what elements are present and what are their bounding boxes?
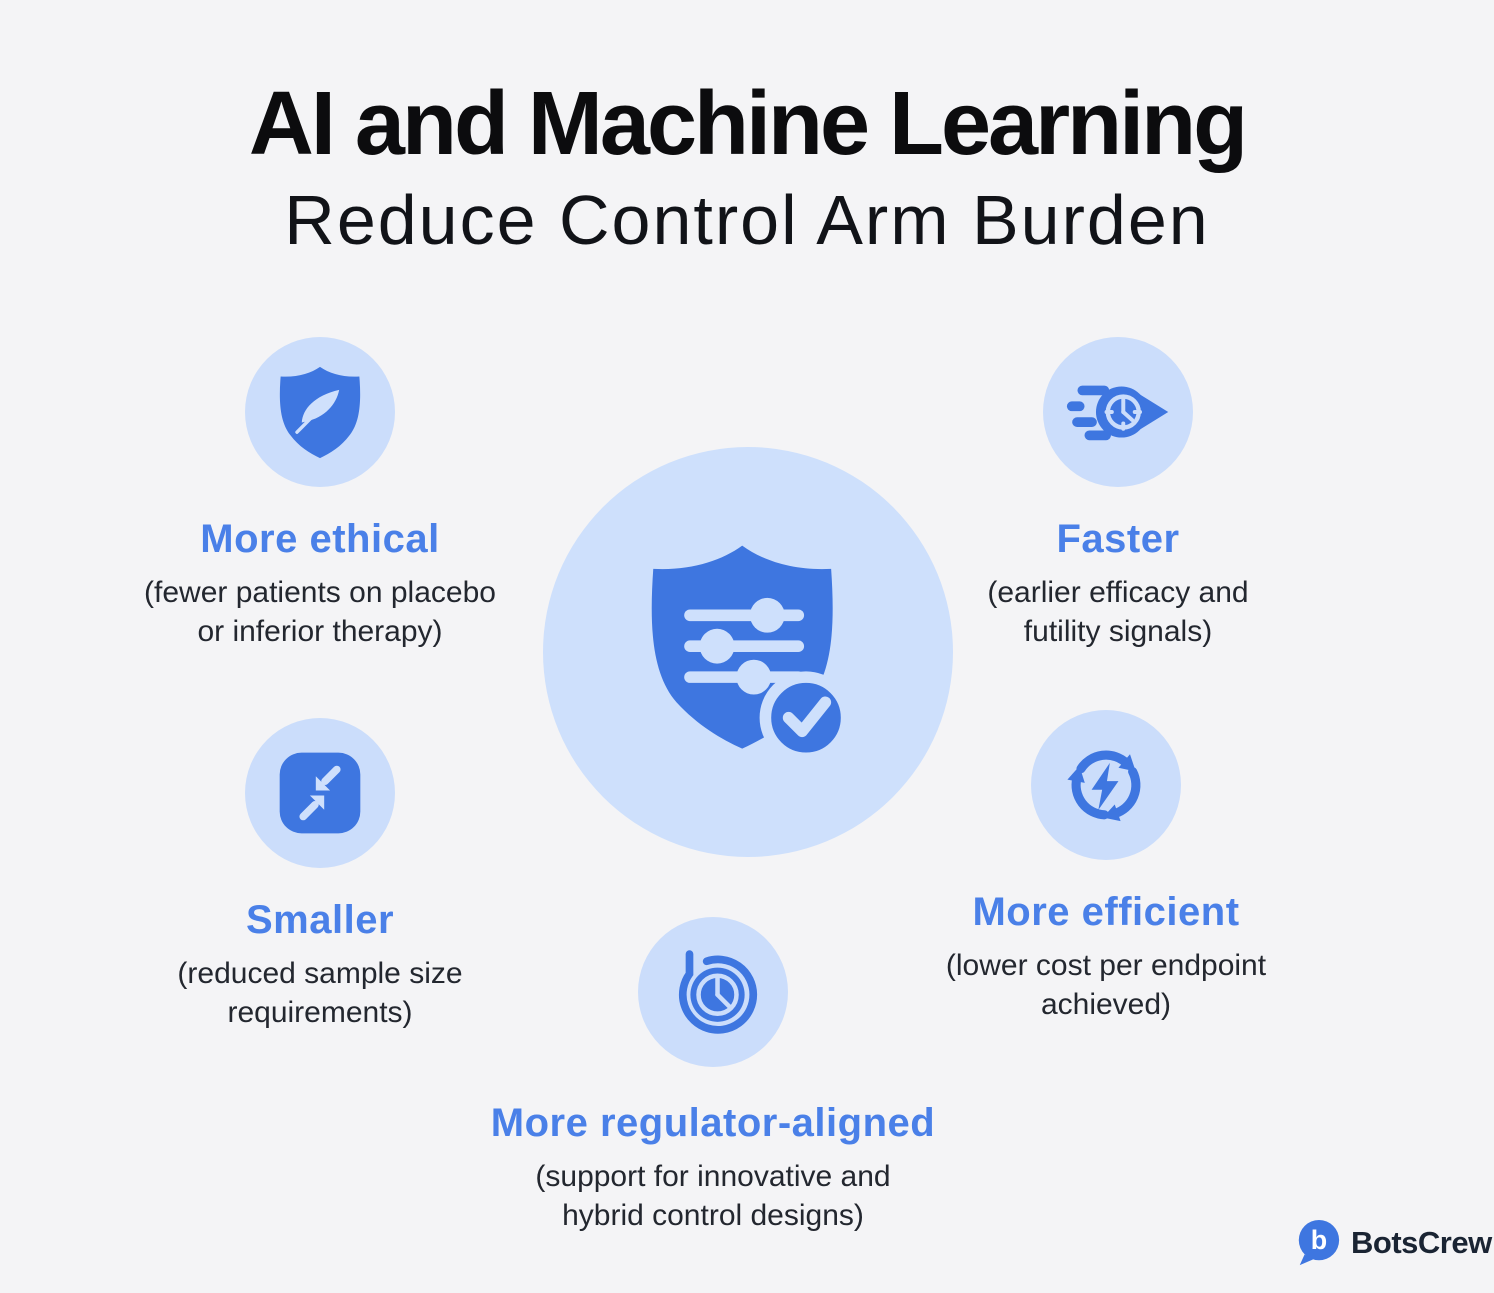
benefit-title-regulator: More regulator-aligned [490,1101,936,1145]
desc-line1: (lower cost per endpoint [945,949,1267,982]
smaller-icon-circle [245,718,395,868]
title-block: AI and Machine Learning Reduce Control A… [0,76,1494,258]
benefit-title-faster: Faster [1056,517,1180,561]
benefit-description-smaller: (reduced sample size requirements) [100,954,540,1032]
benefit-smaller: Smaller (reduced sample size requirements… [100,718,540,1032]
benefit-title-ethical: More ethical [200,517,440,561]
regulator-icon-circle [638,917,788,1067]
faster-icon-circle [1043,337,1193,487]
benefit-description-regulator: (support for innovative and hybrid contro… [490,1157,936,1235]
cycle-lightning-icon [1067,750,1141,822]
desc-line2: futility signals) [1023,615,1213,648]
shield-sliders-check-icon [651,545,853,765]
desc-line2: requirements) [227,996,413,1029]
botscrew-wordmark: BotsCrew [1351,1225,1492,1260]
shrink-arrows-icon [279,752,361,834]
page-subtitle: Reduce Control Arm Burden [284,181,1210,259]
benefit-title-efficient: More efficient [972,890,1240,934]
benefit-title-smaller: Smaller [245,898,395,942]
desc-line2: hybrid control designs) [562,1199,864,1232]
desc-line1: (fewer patients on placebo [144,576,496,609]
benefit-regulator-aligned: More regulator-aligned (support for inno… [490,917,936,1235]
page-title: AI and Machine Learning [248,74,1248,174]
benefit-description-faster: (earlier efficacy and futility signals) [898,573,1338,651]
efficient-icon-circle [1031,710,1181,860]
history-clock-icon [678,950,758,1034]
desc-line1: (reduced sample size [177,957,463,990]
benefit-description-efficient: (lower cost per endpoint achieved) [886,946,1326,1024]
speeding-clock-icon [1066,385,1169,441]
benefit-description-ethical: (fewer patients on placebo or inferior th… [100,573,540,651]
benefit-more-ethical: More ethical (fewer patients on placebo o… [100,337,540,651]
desc-line1: (earlier efficacy and [987,576,1249,609]
botscrew-logo-letter: b [1311,1225,1327,1255]
botscrew-logo: b BotsCrew [1294,1218,1492,1268]
desc-line2: achieved) [1040,988,1172,1021]
desc-line1: (support for innovative and [535,1160,891,1193]
desc-line2: or inferior therapy) [197,615,443,648]
shield-feather-icon [279,366,361,459]
botscrew-bubble-icon: b [1298,1219,1340,1266]
center-illustration [543,447,953,857]
benefit-faster: Faster (earlier efficacy and futility sig… [898,337,1338,651]
ethical-icon-circle [245,337,395,487]
benefit-more-efficient: More efficient (lower cost per endpoint a… [886,710,1326,1024]
